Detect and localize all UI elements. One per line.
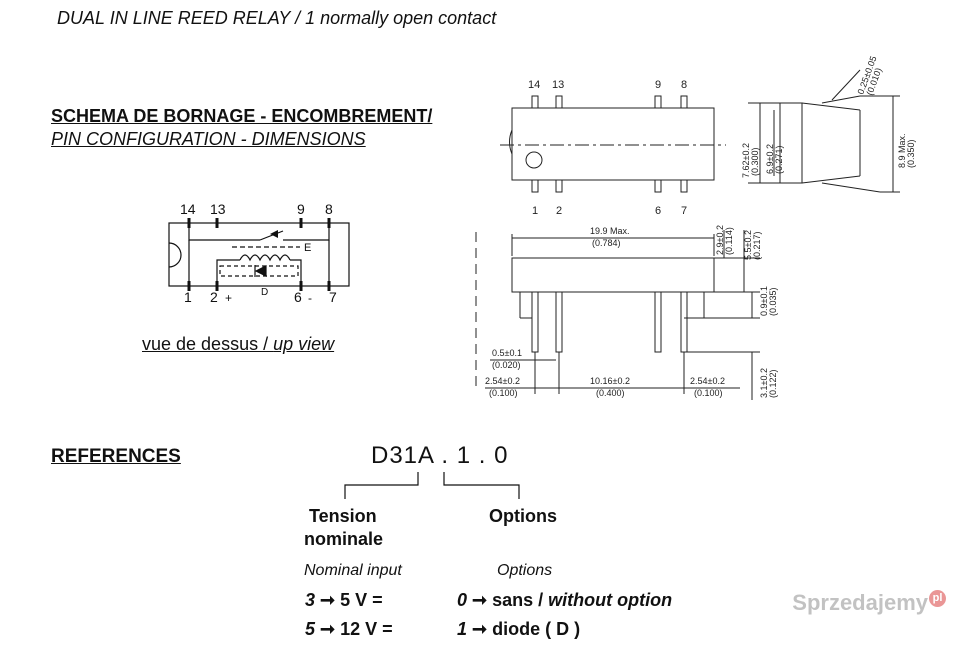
option-row: 0 ➞ sans / without option — [457, 590, 673, 610]
svg-text:(0.271): (0.271) — [774, 145, 784, 174]
svg-text:(0.122): (0.122) — [768, 369, 778, 398]
nominal-input-label: Nominal input — [304, 562, 402, 579]
references-label: REFERENCES — [51, 446, 181, 467]
svg-text:E: E — [304, 242, 311, 254]
svg-text:6.9±0.2: 6.9±0.2 — [765, 144, 775, 174]
view-label: vue de dessus / up view — [142, 334, 334, 355]
svg-text:14: 14 — [180, 201, 196, 217]
side-view-dimensions: 19.9 Max. (0.784) 2.9±0.2 (0.114) 5.5±0.… — [485, 225, 778, 398]
svg-text:(0.100): (0.100) — [489, 388, 518, 398]
svg-text:2: 2 — [210, 289, 218, 305]
svg-text:8.9 Max.: 8.9 Max. — [897, 133, 907, 168]
document-title: DUAL IN LINE REED RELAY / 1 normally ope… — [57, 8, 497, 28]
tension-title-line2: nominale — [304, 529, 384, 549]
svg-text:(0.400): (0.400) — [596, 388, 625, 398]
options-sub-label: Options — [497, 562, 553, 579]
pin-diagram-labels: 14 13 9 8 1 2 6 7 + - E D — [180, 201, 337, 305]
svg-text:8: 8 — [681, 79, 687, 91]
reference-brackets — [344, 472, 520, 499]
svg-text:D: D — [261, 287, 268, 298]
svg-text:19.9 Max.: 19.9 Max. — [590, 226, 630, 236]
view-label-en: up view — [273, 334, 335, 354]
watermark-badge: pl — [929, 590, 946, 607]
svg-text:9: 9 — [655, 79, 661, 91]
svg-text:14: 14 — [528, 79, 540, 91]
svg-text:(0.035): (0.035) — [768, 287, 778, 316]
svg-text:9: 9 — [297, 201, 305, 217]
svg-text:(0.300): (0.300) — [750, 147, 760, 176]
heading-english: PIN CONFIGURATION - DIMENSIONS — [51, 129, 366, 149]
svg-text:7: 7 — [681, 205, 687, 217]
svg-text:6: 6 — [655, 205, 661, 217]
svg-text:-: - — [308, 291, 312, 305]
options-title: Options — [489, 506, 557, 526]
svg-text:+: + — [225, 291, 232, 305]
contact-arrow-icon — [270, 230, 278, 238]
svg-text:2: 2 — [556, 205, 562, 217]
view-label-fr: vue de dessus / — [142, 334, 274, 354]
svg-text:0.5±0.1: 0.5±0.1 — [492, 348, 522, 358]
svg-text:(0.217): (0.217) — [752, 231, 762, 260]
svg-text:7: 7 — [329, 289, 337, 305]
svg-text:6: 6 — [294, 289, 302, 305]
pin-configuration-diagram — [168, 218, 350, 291]
tension-title-line1: Tension — [309, 506, 377, 526]
svg-text:2.54±0.2: 2.54±0.2 — [485, 376, 520, 386]
svg-text:13: 13 — [210, 201, 226, 217]
package-side-view — [475, 230, 760, 400]
svg-text:2.54±0.2: 2.54±0.2 — [690, 376, 725, 386]
top-view-pin-labels: 14 13 9 8 1 2 6 7 — [528, 79, 687, 217]
option-row: 1 ➞ diode ( D ) — [457, 619, 581, 639]
svg-text:(0.350): (0.350) — [906, 139, 916, 168]
svg-text:0.9±0.1: 0.9±0.1 — [759, 286, 769, 316]
svg-text:2.9±0.2: 2.9±0.2 — [715, 225, 725, 255]
tension-row: 3 ➞ 5 V = — [305, 590, 383, 610]
package-top-view — [500, 95, 726, 193]
svg-text:13: 13 — [552, 79, 564, 91]
svg-text:1: 1 — [532, 205, 538, 217]
svg-text:(0.784): (0.784) — [592, 238, 621, 248]
svg-text:8: 8 — [325, 201, 333, 217]
svg-text:10.16±0.2: 10.16±0.2 — [590, 376, 630, 386]
heading-french: SCHEMA DE BORNAGE - ENCOMBREMENT/ — [51, 106, 433, 126]
reference-code: D31A . 1 . 0 — [371, 442, 509, 469]
svg-text:(0.100): (0.100) — [694, 388, 723, 398]
svg-text:7.62±0.2: 7.62±0.2 — [741, 143, 751, 178]
end-view-dimensions: 7.62±0.2 (0.300) 6.9±0.2 (0.271) 8.9 Max… — [741, 55, 916, 178]
svg-text:5.5±0.2: 5.5±0.2 — [743, 230, 753, 260]
svg-text:(0.020): (0.020) — [492, 360, 521, 370]
svg-text:1: 1 — [184, 289, 192, 305]
svg-text:(0.114): (0.114) — [724, 227, 734, 255]
package-end-view — [748, 69, 900, 193]
svg-text:3.1±0.2: 3.1±0.2 — [759, 368, 769, 398]
tension-row: 5 ➞ 12 V = — [305, 619, 393, 639]
